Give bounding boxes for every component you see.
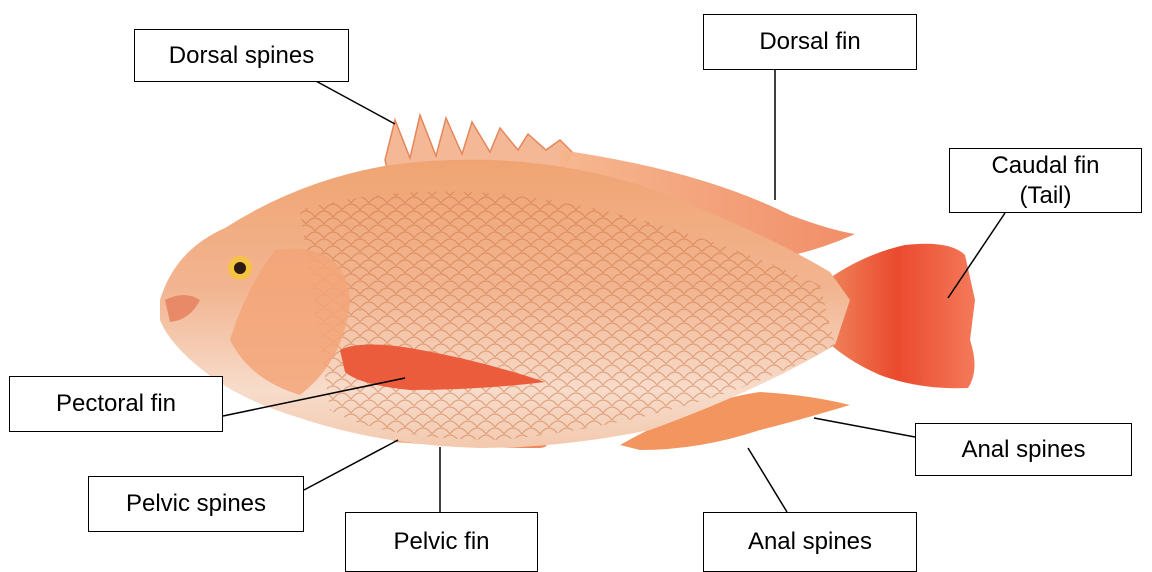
- label-anal-spines-right: Anal spines: [915, 423, 1132, 476]
- label-anal-spines-bottom: Anal spines: [703, 512, 917, 572]
- leader-anal-spines-right: [814, 418, 915, 437]
- label-anal-spines-bottom-text: Anal spines: [748, 526, 872, 558]
- leader-dorsal-spines: [314, 80, 395, 124]
- label-caudal-fin: Caudal fin (Tail): [949, 148, 1142, 213]
- label-anal-spines-right-text: Anal spines: [961, 434, 1085, 466]
- label-pelvic-spines-text: Pelvic spines: [126, 488, 266, 520]
- leader-pelvic-spines: [304, 440, 398, 490]
- label-caudal-fin-line2: (Tail): [1020, 181, 1072, 211]
- label-dorsal-spines-text: Dorsal spines: [169, 40, 314, 72]
- label-dorsal-fin: Dorsal fin: [703, 14, 917, 70]
- label-pectoral-fin-text: Pectoral fin: [56, 388, 176, 420]
- label-dorsal-spines: Dorsal spines: [134, 29, 349, 82]
- label-pelvic-fin: Pelvic fin: [345, 512, 538, 572]
- label-pelvic-spines: Pelvic spines: [88, 476, 304, 532]
- label-pectoral-fin: Pectoral fin: [9, 376, 223, 432]
- label-pelvic-fin-text: Pelvic fin: [393, 526, 489, 558]
- leader-anal-spines-bottom: [748, 448, 787, 512]
- label-caudal-fin-line1: Caudal fin: [991, 151, 1099, 181]
- label-dorsal-fin-text: Dorsal fin: [759, 26, 860, 58]
